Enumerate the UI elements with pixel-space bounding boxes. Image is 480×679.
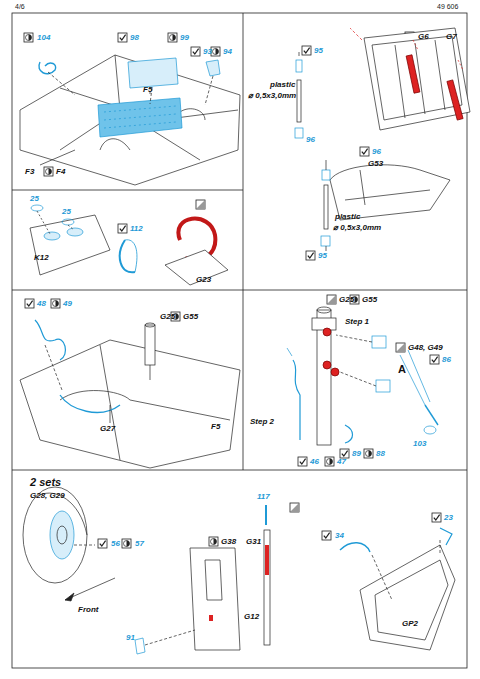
callout-number: 49 <box>63 300 72 308</box>
part-name: G12 <box>244 613 259 621</box>
note-text: Step 1 <box>345 318 369 326</box>
callout-number: 25 <box>30 195 39 203</box>
note-text: plastic <box>270 81 295 89</box>
part-name: K12 <box>34 254 49 262</box>
callout-number: 93 <box>203 48 212 56</box>
part-name: F5 <box>143 86 152 94</box>
page-number: 4/6 <box>15 3 25 10</box>
callout-number: 98 <box>130 34 139 42</box>
part-name: F4 <box>56 168 65 176</box>
view-letter: A <box>398 364 406 375</box>
callout-number: 48 <box>37 300 46 308</box>
part-name: G25 <box>339 296 354 304</box>
part-name: F5 <box>211 423 220 431</box>
note-text: ⌀ 0,5x3,0mm <box>333 224 381 232</box>
seat-frame <box>295 28 470 251</box>
callout-number: 25 <box>62 208 71 216</box>
part-name: G31 <box>246 538 261 546</box>
note-text: plastic <box>335 213 360 221</box>
note-text: Step 2 <box>250 418 274 426</box>
wheel-and-doors <box>23 487 455 654</box>
callout-number: 95 <box>318 252 327 260</box>
callout-number: 117 <box>257 493 270 501</box>
control-column <box>20 320 240 468</box>
part-name: GP2 <box>402 620 418 628</box>
callout-number: 99 <box>180 34 189 42</box>
callout-number: 91 <box>126 634 135 642</box>
callout-number: 56 <box>111 540 120 548</box>
part-name: G25 <box>160 313 175 321</box>
callout-number: 95 <box>314 47 323 55</box>
callout-number: 96 <box>306 136 315 144</box>
callout-number: 96 <box>372 148 381 156</box>
callout-number: 104 <box>37 34 50 42</box>
callout-number: 112 <box>130 225 143 233</box>
callout-number: 34 <box>335 532 344 540</box>
callout-number: 23 <box>444 514 453 522</box>
part-name: G23 <box>196 276 211 284</box>
callout-number: 46 <box>310 458 319 466</box>
part-name: G38 <box>221 538 236 546</box>
note-text: Front <box>78 606 98 614</box>
callout-number: 89 <box>352 450 361 458</box>
gear-strut <box>287 307 438 445</box>
rudder-pedal <box>30 205 228 285</box>
part-name: G55 <box>183 313 198 321</box>
page-number: 49 606 <box>437 3 458 10</box>
callout-number: 94 <box>223 48 232 56</box>
callout-number: 88 <box>376 450 385 458</box>
part-name: G28, G29 <box>30 492 65 500</box>
part-name: F3 <box>25 168 34 176</box>
part-name: G55 <box>362 296 377 304</box>
part-name: G6 <box>418 33 429 41</box>
note-text: ⌀ 0,5x3,0mm <box>248 92 296 100</box>
part-name: G53 <box>368 160 383 168</box>
part-name: G27 <box>100 425 115 433</box>
callout-number: 47 <box>337 458 346 466</box>
part-name: G48, G49 <box>408 344 443 352</box>
set-note: 2 sets <box>30 477 61 488</box>
cockpit-floor <box>20 55 240 185</box>
part-name: G7 <box>446 33 457 41</box>
callout-number: 86 <box>442 356 451 364</box>
callout-number: 103 <box>413 440 426 448</box>
callout-number: 57 <box>135 540 144 548</box>
